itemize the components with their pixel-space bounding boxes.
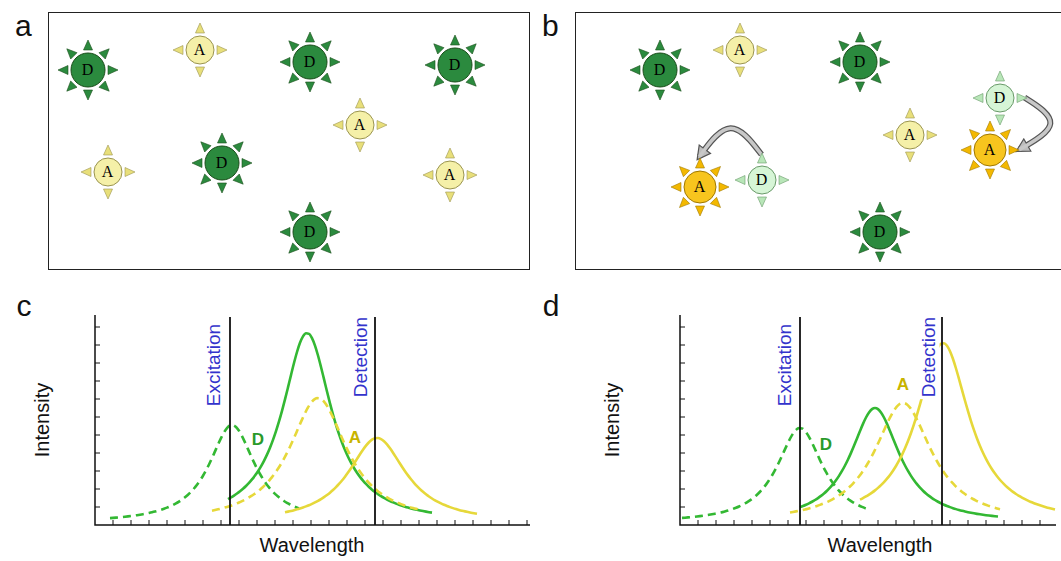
donor-molecule: D xyxy=(279,201,341,263)
molecule-label: A xyxy=(734,42,746,58)
panel-letter: c xyxy=(17,289,32,322)
donor-molecule: D xyxy=(279,31,341,93)
axis-title: Intensity xyxy=(31,383,53,457)
spectrum-chart xyxy=(95,315,530,525)
molecule-label: D xyxy=(756,172,768,188)
acceptor-molecule: A xyxy=(714,24,766,76)
molecule-label: D xyxy=(994,90,1006,106)
molecule-label: D xyxy=(874,224,886,240)
donor-molecule: D xyxy=(629,39,691,101)
molecule-label: A xyxy=(984,142,996,158)
detection-label: Detection xyxy=(351,315,372,399)
donor-molecule: D xyxy=(191,132,253,194)
molecule-label: A xyxy=(444,167,456,183)
acceptor-molecule: A xyxy=(424,149,476,201)
absorption-curve xyxy=(110,425,299,518)
panel-letter: d xyxy=(543,289,560,322)
wavelength-marker xyxy=(374,317,376,525)
absorption-curve xyxy=(212,398,419,511)
molecule-label: A xyxy=(904,127,916,143)
excited-acceptor: A xyxy=(670,157,730,217)
molecule-label: A xyxy=(194,42,206,58)
donor-curve-label: D xyxy=(820,436,832,455)
absorption-curve xyxy=(790,403,1000,512)
axis-title: Wavelength xyxy=(828,534,933,556)
acceptor-molecule: A xyxy=(334,99,386,151)
panel-letter: b xyxy=(542,9,559,43)
axis-title: Intensity xyxy=(601,383,623,457)
panel-box: DADDAAADDb xyxy=(575,12,1061,270)
molecule-label: D xyxy=(304,224,316,240)
excitation-label: Excitation xyxy=(204,322,225,408)
quenched-donor: D xyxy=(737,155,787,205)
axis-title: Wavelength xyxy=(260,534,365,556)
donor-molecule: D xyxy=(849,201,911,263)
excitation-label: Excitation xyxy=(775,322,796,408)
molecule-label: D xyxy=(854,54,866,70)
donor-molecule: D xyxy=(57,39,119,101)
axes xyxy=(680,315,1056,525)
molecule-label: D xyxy=(82,62,94,78)
acceptor-molecule: A xyxy=(174,24,226,76)
molecule-label: A xyxy=(102,164,114,180)
axis-ticks xyxy=(680,327,1040,525)
donor-molecule: D xyxy=(424,34,486,96)
molecule-label: D xyxy=(449,57,461,73)
wavelength-marker xyxy=(799,317,801,525)
excited-acceptor: A xyxy=(960,120,1020,180)
donor-molecule: D xyxy=(829,31,891,93)
wavelength-marker xyxy=(229,317,231,525)
acceptor-molecule: A xyxy=(82,146,134,198)
axis-ticks xyxy=(95,327,527,525)
molecule-label: A xyxy=(694,179,706,195)
acceptor-curve-label: A xyxy=(349,429,361,448)
molecule-label: A xyxy=(354,117,366,133)
energy-transfer-arrow xyxy=(700,128,762,156)
panel-letter: a xyxy=(15,9,32,43)
acceptor-molecule: A xyxy=(884,109,936,161)
acceptor-curve-label: A xyxy=(897,376,909,395)
energy-transfer-arrow xyxy=(1020,98,1051,150)
emission-curve xyxy=(228,333,432,512)
emission-curve xyxy=(285,438,477,514)
donor-curve-label: D xyxy=(252,431,264,450)
molecule-label: D xyxy=(304,54,316,70)
detection-label: Detection xyxy=(919,315,940,399)
panel-box: DADDAADADa xyxy=(48,12,530,270)
spectrum-chart xyxy=(680,315,1056,525)
molecule-label: D xyxy=(654,62,666,78)
emission-curve xyxy=(860,343,1055,509)
molecule-label: D xyxy=(216,155,228,171)
quenched-donor: D xyxy=(975,73,1025,123)
wavelength-marker xyxy=(941,317,943,525)
axes xyxy=(95,315,530,525)
